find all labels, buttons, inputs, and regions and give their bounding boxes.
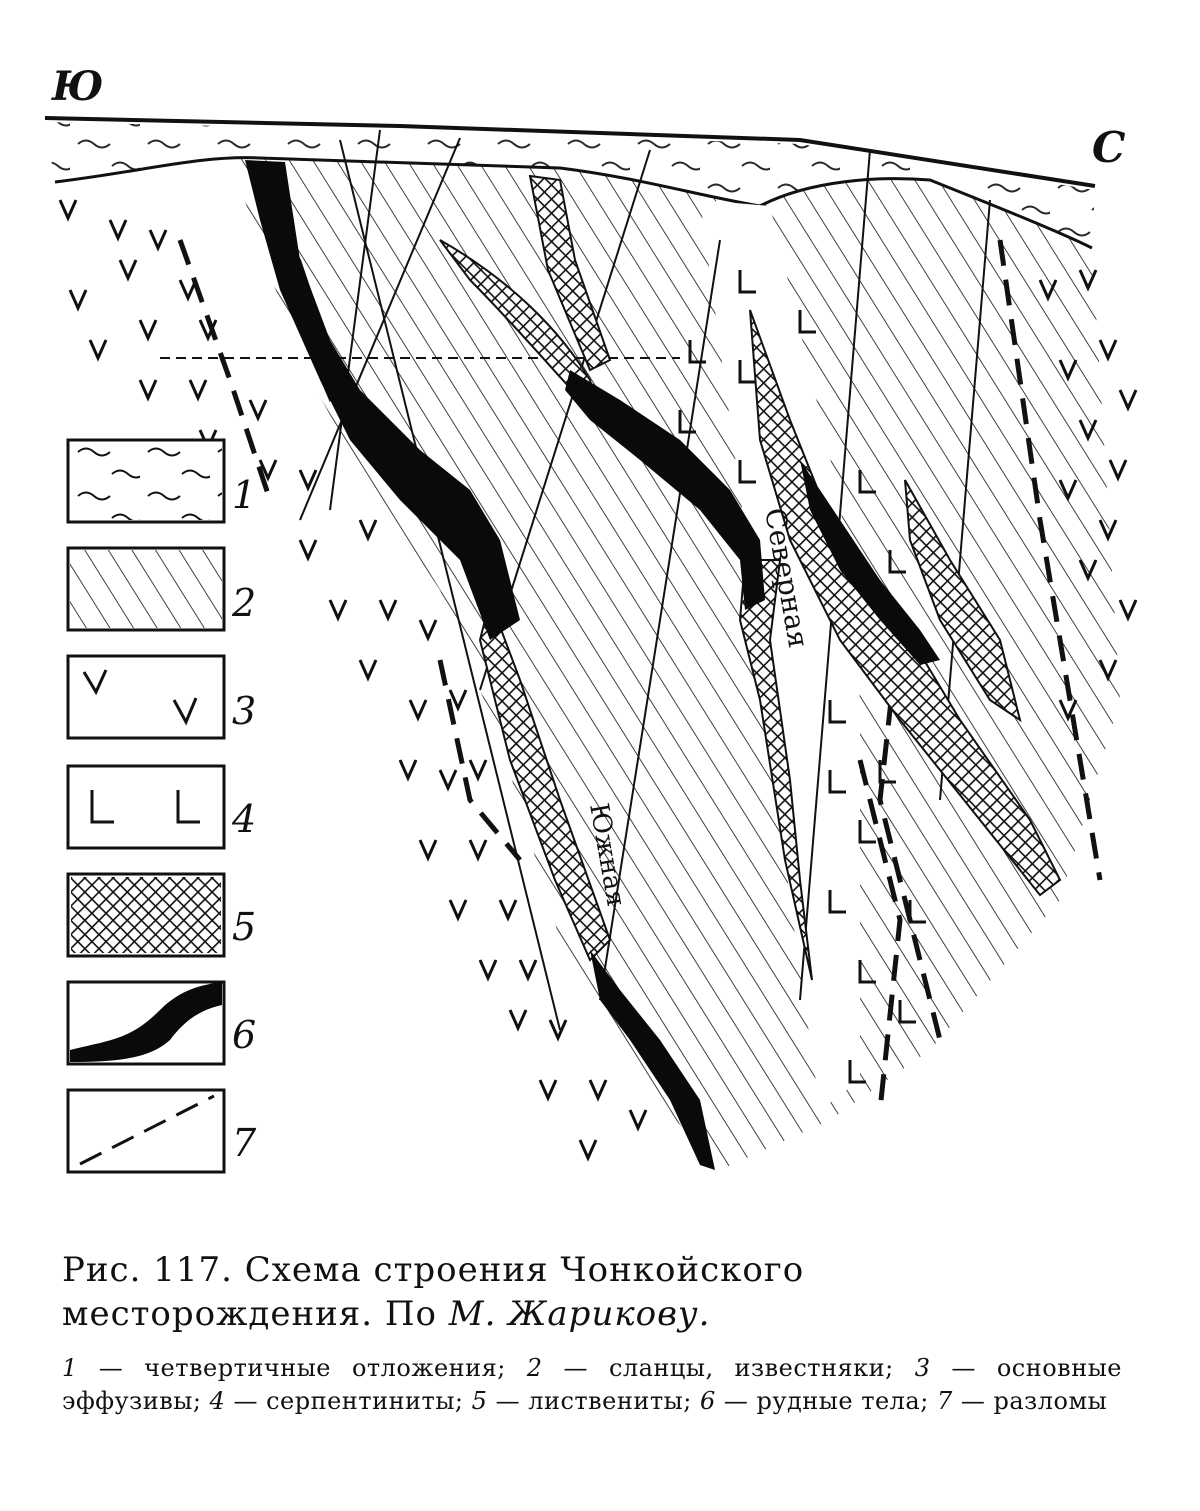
legend-box-3 <box>66 654 226 740</box>
legend-entry-1: 1 — четвертичные отложения; <box>62 1354 527 1382</box>
legend-entry-number: 2 <box>526 1354 543 1382</box>
legend-entry-number: 5 <box>471 1387 488 1415</box>
legend-entry-3: 3 — основные эффузивы; <box>62 1354 1122 1415</box>
south-label: Ю <box>51 63 103 110</box>
caption-author: М. Жарикову. <box>448 1294 711 1334</box>
legend-number-5: 5 <box>232 905 256 949</box>
legend-number-7: 7 <box>232 1121 257 1165</box>
legend-entry-text: — листвениты; <box>487 1387 700 1415</box>
figure-caption: Рис. 117. Схема строения Чонкойского мес… <box>62 1248 1122 1336</box>
legend-description: 1 — четвертичные отложения; 2 — сланцы, … <box>62 1352 1122 1418</box>
legend-entry-text: — разломы <box>952 1387 1108 1415</box>
legend-entry-text: — основные эффузивы; <box>62 1354 1122 1415</box>
surface-line <box>44 116 1096 188</box>
legend-number-6: 6 <box>232 1013 256 1057</box>
quaternary-deposits <box>45 122 1095 248</box>
legend-entry-number: 6 <box>699 1387 716 1415</box>
legend-entry-text: — серпентиниты; <box>225 1387 472 1415</box>
legend-entry-text: — рудные тела; <box>715 1387 937 1415</box>
legend-entry-2: 2 — сланцы, известняки; <box>527 1354 915 1382</box>
legend-number-3: 3 <box>232 689 256 733</box>
legend-entry-5: 5 — листвениты; <box>472 1387 700 1415</box>
north-label: С <box>1092 123 1126 172</box>
legend-entry-number: 3 <box>914 1354 931 1382</box>
legend-number-1: 1 <box>232 473 256 517</box>
legend-entry-6: 6 — рудные тела; <box>700 1387 937 1415</box>
legend-entry-text: — сланцы, известняки; <box>542 1354 915 1382</box>
serpentinite-zone <box>700 200 860 1110</box>
legend-entry-number: 7 <box>936 1387 953 1415</box>
legend-number-2: 2 <box>231 581 256 625</box>
legend-entry-7: 7 — разломы <box>937 1387 1107 1415</box>
legend-number-4: 4 <box>231 797 256 841</box>
deposit-section-diagram: Ю С <box>44 63 1138 1174</box>
legend-entry-4: 4 — серпентиниты; <box>210 1387 472 1415</box>
legend-entry-number: 4 <box>209 1387 226 1415</box>
legend-entry-text: — четвертичные отложения; <box>77 1354 527 1382</box>
caption-text: Рис. 117. Схема строения Чонкойского мес… <box>62 1250 805 1334</box>
ore-bodies <box>245 160 940 1170</box>
legend-box-4 <box>66 764 226 850</box>
listvenite-bodies <box>269 174 1062 981</box>
legend-entry-number: 1 <box>62 1354 78 1382</box>
effusive-symbols <box>58 199 1138 1162</box>
